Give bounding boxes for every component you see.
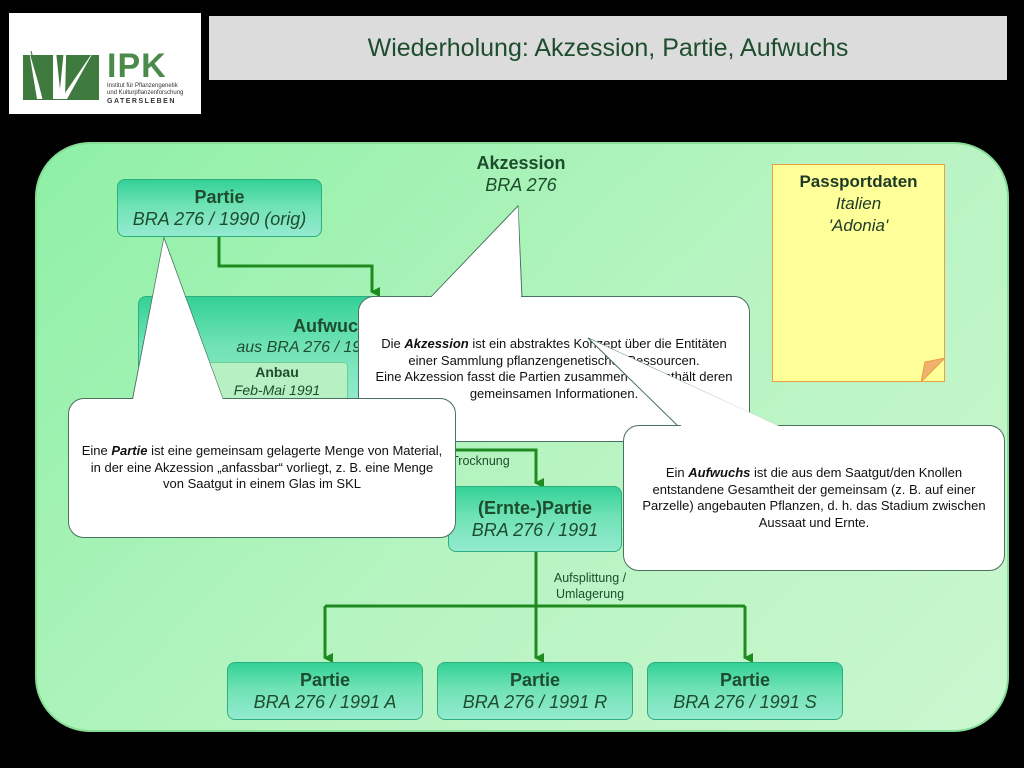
title-bar: Wiederholung: Akzession, Partie, Aufwuch… bbox=[209, 16, 1007, 80]
node-title: Aufwuchs bbox=[292, 316, 379, 336]
arrow-icon bbox=[217, 237, 380, 297]
arrow-icon bbox=[440, 448, 544, 488]
callout-term: Akzession bbox=[404, 336, 469, 351]
anbau-sub: Feb-Mai 1991 bbox=[233, 382, 321, 398]
node-partie-r[interactable]: Partie BRA 276 / 1991 R bbox=[437, 662, 633, 720]
page-title: Wiederholung: Akzession, Partie, Aufwuch… bbox=[367, 33, 849, 62]
node-title: (Ernte-)Partie bbox=[477, 498, 593, 518]
ipk-logo: IPK Institut für Pflanzengenetik und Kul… bbox=[9, 13, 201, 114]
logo-line1: Institut für Pflanzengenetik bbox=[107, 83, 178, 89]
passport-variety: 'Adonia' bbox=[828, 216, 889, 235]
grass-logo-icon bbox=[23, 19, 99, 100]
node-title: Partie bbox=[509, 670, 561, 690]
node-sub: BRA 276 / 1991 R bbox=[462, 692, 608, 712]
callout-aufwuchs: Ein Aufwuchs ist die aus dem Saatgut/den… bbox=[623, 425, 1005, 571]
callout-text: Die bbox=[381, 336, 405, 351]
anbau-title: Anbau bbox=[255, 364, 299, 380]
node-title: Partie bbox=[299, 670, 351, 690]
logo-name: IPK bbox=[107, 47, 167, 85]
callout-term: Partie bbox=[111, 443, 148, 459]
node-sub: BRA 276 / 1991 A bbox=[253, 692, 397, 712]
edge-split-line2: Umlagerung bbox=[555, 587, 625, 601]
callout-text: ist die aus dem Saatgut/den Knollen ents… bbox=[642, 465, 986, 530]
passport-country: Italien bbox=[835, 194, 882, 213]
node-sub: BRA 276 / 1990 (orig) bbox=[132, 209, 307, 229]
node-sub: aus BRA 276 / 1990 bbox=[236, 339, 379, 356]
akzession-sub: BRA 276 bbox=[485, 175, 557, 195]
page-curl-icon bbox=[921, 358, 945, 382]
logo-line3: GATERSLEBEN bbox=[107, 98, 176, 105]
passport-title: Passportdaten bbox=[799, 172, 918, 191]
edge-split-line1: Aufsplittung / bbox=[553, 571, 627, 585]
callout-text: ist eine gemeinsam gelagerte Menge von M… bbox=[90, 443, 443, 492]
callout-partie: Eine Partie ist eine gemeinsam gelagerte… bbox=[68, 398, 456, 538]
logo-line2: und Kulturpflanzenforschung bbox=[107, 90, 184, 96]
node-partie-orig[interactable]: Partie BRA 276 / 1990 (orig) bbox=[117, 179, 322, 237]
callout-text: Ein bbox=[665, 465, 689, 480]
callout-text: Eine bbox=[81, 443, 112, 459]
node-partie-s[interactable]: Partie BRA 276 / 1991 S bbox=[647, 662, 843, 720]
akzession-title: Akzession bbox=[476, 153, 566, 173]
node-title: Partie bbox=[194, 187, 245, 207]
passport-note: Passportdaten Italien 'Adonia' bbox=[772, 164, 945, 382]
akzession-label: Akzession BRA 276 bbox=[440, 152, 602, 196]
edge-label-split: Aufsplittung / Umlagerung bbox=[544, 570, 636, 602]
node-ernte-partie[interactable]: (Ernte-)Partie BRA 276 / 1991 bbox=[448, 486, 622, 552]
node-partie-a[interactable]: Partie BRA 276 / 1991 A bbox=[227, 662, 423, 720]
callout-term: Aufwuchs bbox=[688, 465, 751, 480]
node-sub: BRA 276 / 1991 bbox=[471, 520, 599, 540]
node-sub: BRA 276 / 1991 S bbox=[673, 692, 817, 712]
node-title: Partie bbox=[719, 670, 771, 690]
